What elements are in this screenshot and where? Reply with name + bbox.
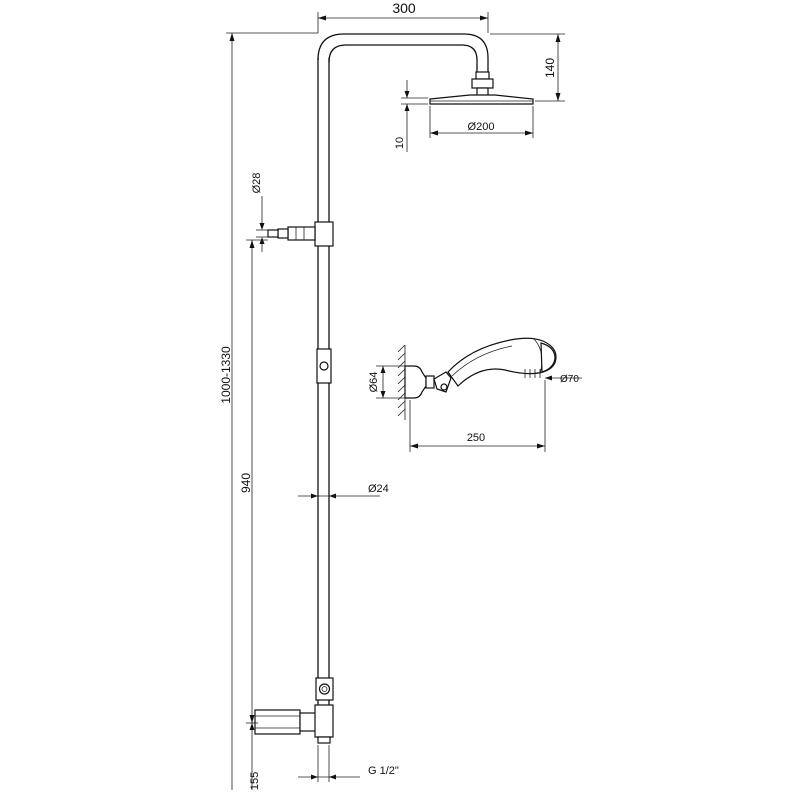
dimension-g12-label: G 1/2" — [368, 765, 399, 777]
dimension-140 — [490, 33, 565, 102]
dimension-155-label: 155 — [249, 772, 261, 790]
dimension-70-label: Ø70 — [560, 374, 579, 385]
dimension-64-label: Ø64 — [368, 372, 380, 393]
dimension-250 — [409, 380, 546, 452]
dimension-1000-1330 — [226, 32, 318, 790]
dimension-1000-1330-label: 1000-1330 — [219, 346, 233, 404]
diverter-valve — [267, 221, 334, 247]
wall-hatching — [397, 344, 406, 420]
shower-column — [317, 33, 489, 738]
dimension-10 — [401, 80, 428, 152]
dimension-200 — [429, 106, 534, 138]
hand-shower — [447, 337, 557, 387]
dimension-300 — [317, 12, 489, 33]
dimension-g12 — [298, 745, 360, 782]
dimension-28-label: Ø28 — [251, 173, 263, 194]
dimension-155 — [249, 723, 255, 790]
bottom-connector — [254, 677, 334, 744]
dimension-70 — [545, 375, 582, 381]
dimension-28 — [256, 196, 270, 252]
dimension-10-label: 10 — [394, 137, 406, 149]
slide-holder — [316, 348, 332, 384]
dimension-300-label: 300 — [392, 0, 416, 16]
dimension-64 — [376, 365, 405, 399]
dimension-200-label: Ø200 — [468, 121, 495, 133]
dimension-940-label: 940 — [239, 473, 253, 493]
wall-bracket — [404, 365, 452, 399]
dimension-250-label: 250 — [467, 432, 485, 444]
dimension-24 — [298, 493, 380, 499]
dimension-24-label: Ø24 — [368, 483, 389, 495]
dimension-140-label: 140 — [543, 58, 557, 78]
rain-shower-head — [429, 71, 534, 105]
